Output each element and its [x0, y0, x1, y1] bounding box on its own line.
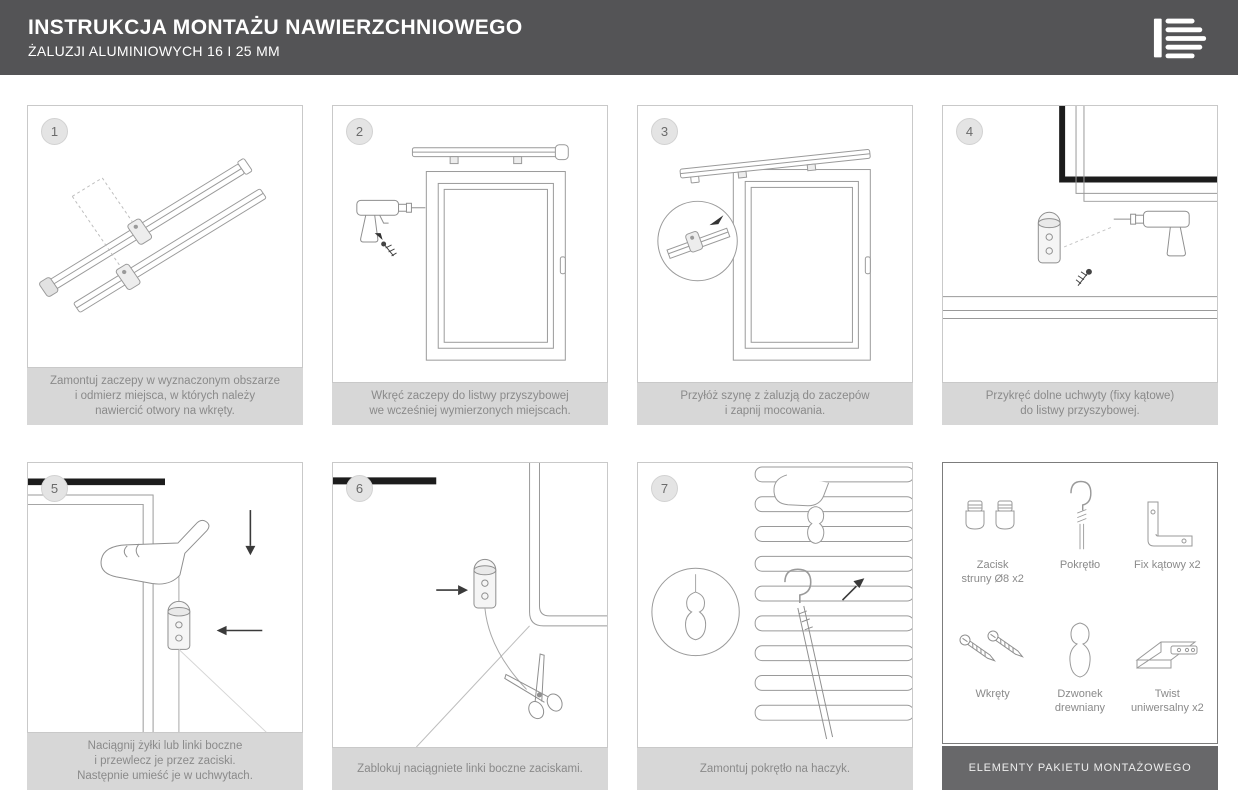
part-iconbox [1064, 477, 1096, 551]
part-iconbox [957, 606, 1029, 680]
step-panel-2: 2 [332, 105, 608, 425]
step-panel-5: 5 [27, 462, 303, 790]
step-number: 2 [355, 124, 364, 139]
part-corner-bracket: Fix kątowy x2 [1124, 477, 1211, 606]
step-number: 7 [660, 481, 669, 496]
part-label: Twist uniwersalny x2 [1130, 688, 1204, 715]
part-label: Fix kątowy x2 [1134, 559, 1201, 571]
part-iconbox [1065, 606, 1095, 680]
step-5-figure: 5 [27, 462, 303, 734]
step-panel-1: 1 [27, 105, 303, 425]
blinds-logo-icon [1153, 18, 1207, 58]
parts-list: Zacisk struny Ø8 x2 Pokrętło [942, 462, 1218, 744]
step-number-badge: 1 [41, 118, 68, 145]
step-panel-7: 7 [637, 462, 913, 790]
part-label: Zacisk struny Ø8 x2 [961, 559, 1024, 586]
step-4-figure: 4 [942, 105, 1218, 383]
screws-icon [959, 630, 1024, 662]
step-number: 6 [355, 481, 364, 496]
page-subtitle: ŻALUZJI ALUMINIOWYCH 16 I 25 MM [28, 43, 281, 59]
step-number: 3 [660, 124, 669, 139]
step-panel-6: 6 [332, 462, 608, 790]
part-iconbox [1131, 606, 1203, 680]
step-number: 1 [50, 124, 59, 139]
parts-panel: Zacisk struny Ø8 x2 Pokrętło [942, 462, 1218, 790]
step-number-badge: 4 [956, 118, 983, 145]
step-number-badge: 5 [41, 475, 68, 502]
part-wand: Pokrętło [1036, 477, 1123, 606]
step-number-badge: 6 [346, 475, 373, 502]
step-7-figure: 7 [637, 462, 913, 748]
wooden-bell-icon [1069, 622, 1091, 678]
step-5-illustration [28, 478, 267, 733]
step-caption: Zamontuj pokrętło na haczyk. [637, 748, 913, 790]
corner-bracket-icon [1147, 501, 1193, 547]
step-caption: Zablokuj naciągniete linki boczne zacisk… [332, 748, 608, 790]
wand-hook-icon [1070, 480, 1092, 550]
step-4-illustration [943, 106, 1217, 319]
step-number-badge: 2 [346, 118, 373, 145]
string-clamp-icon [965, 500, 1015, 530]
step-panel-3: 3 [637, 105, 913, 425]
steps-grid: 1 [27, 105, 1218, 790]
part-screws: Wkręty [949, 606, 1036, 735]
part-iconbox [1138, 477, 1196, 551]
page-title: INSTRUKCJA MONTAŻU NAWIERZCHNIOWEGO [28, 16, 523, 39]
step-6-figure: 6 [332, 462, 608, 748]
step-number-badge: 3 [651, 118, 678, 145]
step-caption: Zamontuj zaczepy w wyznaczonym obszarze … [27, 368, 303, 425]
part-string-clamp: Zacisk struny Ø8 x2 [949, 477, 1036, 606]
parts-footer: ELEMENTY PAKIETU MONTAŻOWEGO [942, 746, 1218, 790]
step-7-illustration [651, 466, 912, 740]
step-1-figure: 1 [27, 105, 303, 369]
step-2-illustration [356, 144, 569, 361]
step-number-badge: 7 [651, 475, 678, 502]
header-text: INSTRUKCJA MONTAŻU NAWIERZCHNIOWEGO ŻALU… [28, 16, 1152, 59]
step-number: 5 [50, 481, 59, 496]
part-iconbox [962, 477, 1024, 551]
step-1-illustration [39, 158, 267, 313]
step-2-figure: 2 [332, 105, 608, 383]
step-3-figure: 3 [637, 105, 913, 383]
part-universal-twist: Twist uniwersalny x2 [1124, 606, 1211, 735]
part-label: Pokrętło [1059, 559, 1101, 571]
universal-twist-icon [1135, 641, 1198, 669]
step-caption: Przyłóż szynę z żaluzją do zaczepów i za… [637, 383, 913, 425]
step-panel-4: 4 [942, 105, 1218, 425]
part-label: Wkręty [975, 688, 1010, 700]
step-caption: Wkręć zaczepy do listwy przyszybowej we … [332, 383, 608, 425]
step-6-illustration [333, 463, 607, 747]
step-caption: Przykręć dolne uchwyty (fixy kątowe) do … [942, 383, 1218, 425]
part-label: Dzwonek drewniany [1054, 688, 1106, 715]
part-wooden-bell: Dzwonek drewniany [1036, 606, 1123, 735]
step-caption: Naciągnij żyłki lub linki boczne i przew… [27, 733, 303, 790]
header: INSTRUKCJA MONTAŻU NAWIERZCHNIOWEGO ŻALU… [0, 0, 1238, 75]
step-3-illustration [657, 149, 871, 361]
step-number: 4 [965, 124, 974, 139]
